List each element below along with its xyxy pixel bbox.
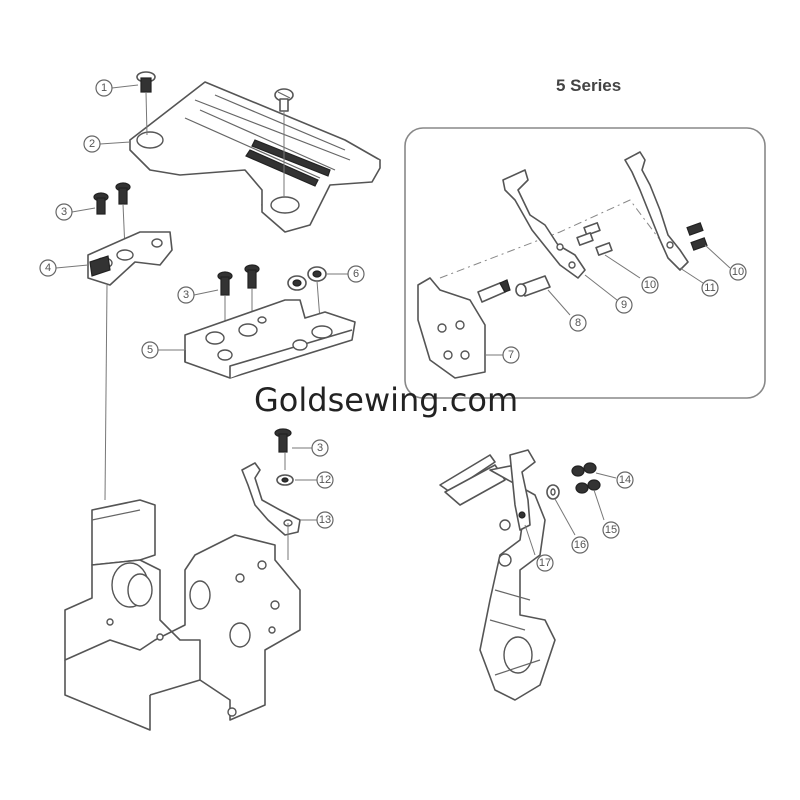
callout-4: 4 <box>39 259 89 277</box>
callout-3-b: 3 <box>177 286 219 304</box>
lever-11 <box>624 151 704 284</box>
svg-text:8: 8 <box>575 317 581 329</box>
plate-5 <box>184 299 356 379</box>
callout-13: 13 <box>300 511 334 529</box>
screw-3-lower <box>274 428 294 486</box>
callout-14: 14 <box>616 471 634 489</box>
watermark-text: Goldsewing.com <box>254 381 518 419</box>
svg-text:5: 5 <box>147 344 153 356</box>
svg-text:13: 13 <box>319 514 331 526</box>
svg-text:17: 17 <box>539 557 551 569</box>
callout-2: 2 <box>83 135 131 153</box>
callout-11: 11 <box>701 279 719 297</box>
svg-text:4: 4 <box>45 262 51 274</box>
svg-text:3: 3 <box>183 289 189 301</box>
screws-10-left <box>576 222 641 279</box>
plate-screw-right <box>274 88 294 198</box>
callout-17: 17 <box>536 554 554 572</box>
svg-text:7: 7 <box>508 349 514 361</box>
lever-9 <box>502 169 586 279</box>
svg-text:9: 9 <box>621 299 627 311</box>
svg-text:1: 1 <box>101 82 107 94</box>
nuts-14-15 <box>571 462 617 521</box>
hook-17 <box>509 449 536 556</box>
callout-10-right: 10 <box>729 263 747 281</box>
svg-text:6: 6 <box>353 268 359 280</box>
svg-text:3: 3 <box>61 206 67 218</box>
callout-7: 7 <box>485 346 520 364</box>
needle-plate <box>129 81 381 233</box>
svg-text:2: 2 <box>89 138 95 150</box>
bracket-7 <box>417 277 486 379</box>
screw-8 <box>515 275 571 316</box>
svg-text:12: 12 <box>319 474 331 486</box>
svg-text:10: 10 <box>644 279 656 291</box>
inset-guide-dash <box>439 199 661 279</box>
lever-13 <box>241 462 301 560</box>
screws-10-right <box>686 222 731 269</box>
screw-1 <box>136 71 156 136</box>
screw-7a <box>477 279 511 303</box>
bracket-4 <box>87 231 173 501</box>
nuts-6 <box>287 266 327 321</box>
callout-3-c: 3 <box>292 439 329 457</box>
callout-10-left: 10 <box>641 276 659 294</box>
svg-text:3: 3 <box>317 442 323 454</box>
callout-3-a: 3 <box>55 203 96 221</box>
callout-1: 1 <box>95 79 139 97</box>
svg-text:15: 15 <box>605 524 617 536</box>
series-title: 5 Series <box>556 76 621 95</box>
looper-assembly <box>439 454 556 701</box>
svg-text:10: 10 <box>732 266 744 278</box>
callout-12: 12 <box>295 471 334 489</box>
callout-9: 9 <box>584 274 633 314</box>
callout-6: 6 <box>327 265 365 283</box>
washer-16 <box>546 484 576 536</box>
series-inset-frame <box>404 127 766 399</box>
callout-15: 15 <box>602 521 620 539</box>
callout-8: 8 <box>569 314 587 332</box>
svg-text:16: 16 <box>574 539 586 551</box>
svg-text:14: 14 <box>619 474 631 486</box>
base-body <box>64 499 301 731</box>
svg-text:11: 11 <box>704 282 715 294</box>
callout-5: 5 <box>141 341 185 359</box>
screws-3-upper <box>93 182 131 251</box>
callout-16: 16 <box>571 536 589 554</box>
